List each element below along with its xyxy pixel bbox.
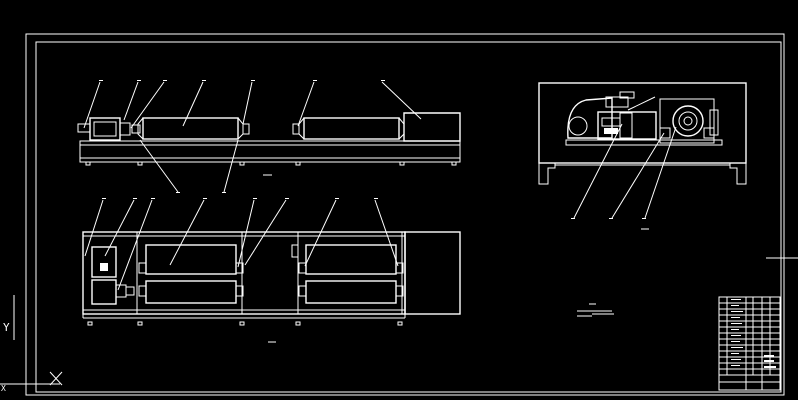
front-foot	[295, 161, 301, 166]
side-leader-lines	[573, 96, 677, 219]
outer-frame	[25, 33, 785, 396]
front-leader-lines	[83, 81, 422, 193]
side-bearing-right	[703, 127, 715, 139]
side-leg-right	[729, 163, 747, 185]
front-hopper	[403, 112, 461, 142]
ucs-x-marker	[49, 371, 63, 386]
side-leader-heads	[571, 218, 646, 219]
front-coupling	[119, 122, 131, 136]
front-leader-heads	[99, 80, 385, 193]
side-motor	[567, 97, 613, 139]
side-gearbox	[597, 111, 657, 140]
title-block	[718, 296, 781, 391]
plan-roller-1a	[145, 244, 237, 275]
front-roller-1	[142, 117, 239, 140]
side-bearing-left	[659, 127, 671, 139]
front-foot	[451, 161, 457, 166]
title-block-text-marks	[731, 299, 776, 368]
front-foot	[239, 161, 245, 166]
front-view	[77, 80, 461, 193]
plan-roller-1b	[145, 280, 237, 304]
plan-hopper	[404, 231, 461, 315]
side-enclosure	[538, 82, 747, 164]
plan-leader-lines	[84, 199, 399, 291]
side-leg-left	[538, 163, 556, 185]
ucs-x-glyph: X	[1, 384, 6, 393]
front-roller-2	[303, 117, 400, 140]
side-view	[538, 82, 747, 230]
plan-view	[82, 198, 461, 343]
front-foot	[399, 161, 405, 166]
front-foot	[85, 161, 91, 166]
plan-leader-heads	[102, 198, 378, 199]
front-foot	[137, 161, 143, 166]
plan-motor-lower	[91, 279, 117, 305]
plan-roller-2b	[305, 280, 397, 304]
side-roller-end	[659, 98, 719, 144]
plan-feet	[87, 321, 403, 326]
plan-roller-2a	[305, 244, 397, 275]
front-base-frame	[79, 140, 461, 163]
side-base-plate	[565, 139, 723, 146]
plan-bearings	[138, 244, 404, 297]
ucs-y-glyph: Y	[3, 321, 10, 334]
inner-frame	[35, 41, 782, 393]
technical-notes	[577, 303, 614, 317]
plan-motor-upper	[91, 246, 117, 278]
